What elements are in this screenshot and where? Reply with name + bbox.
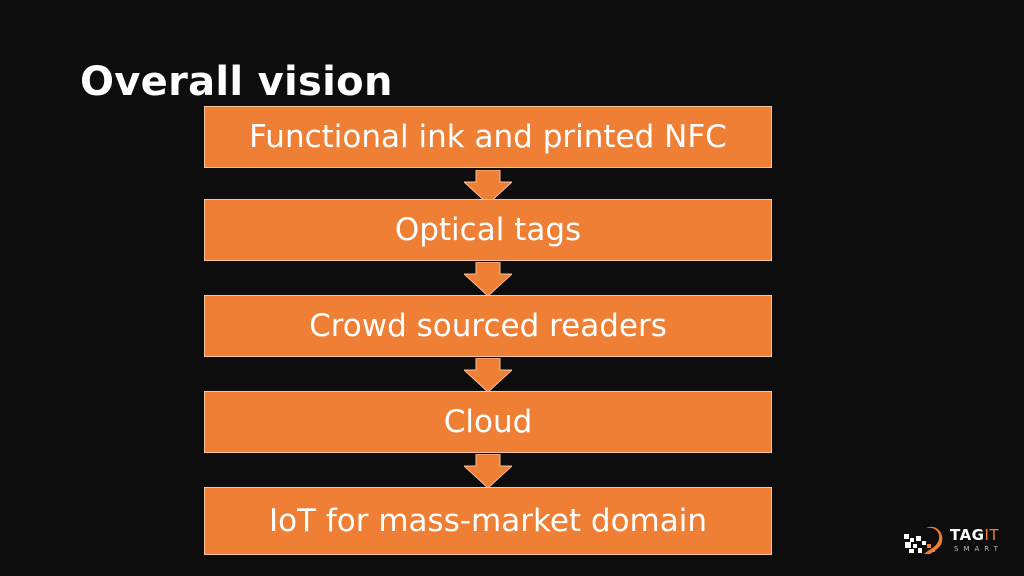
logo-tagline: SMART xyxy=(954,545,1003,553)
flow-step-5: IoT for mass-market domain xyxy=(204,487,772,555)
flow-step-label: Crowd sourced readers xyxy=(309,308,667,344)
flow-step-label: Cloud xyxy=(443,404,533,440)
flow-step-1: Functional ink and printed NFC xyxy=(204,106,772,168)
qr-tag-logo-icon xyxy=(904,526,943,554)
tagitsmart-logo: TAGIT SMART xyxy=(902,524,1014,558)
slide-title: Overall vision xyxy=(80,59,393,105)
flow-step-label: Optical tags xyxy=(394,212,582,248)
flow-step-2: Optical tags xyxy=(204,199,772,261)
flow-step-label: IoT for mass-market domain xyxy=(268,503,708,539)
down-arrow-icon xyxy=(464,454,512,488)
down-arrow-icon xyxy=(464,262,512,296)
logo-wordmark: TAGIT xyxy=(950,526,999,544)
logo-name-main: TAG xyxy=(950,526,985,544)
flow-step-3: Crowd sourced readers xyxy=(204,295,772,357)
flow-step-4: Cloud xyxy=(204,391,772,453)
flow-step-label: Functional ink and printed NFC xyxy=(249,119,727,155)
logo-name-accent: IT xyxy=(984,526,1000,544)
down-arrow-icon xyxy=(464,358,512,392)
down-arrow-icon xyxy=(464,170,512,204)
